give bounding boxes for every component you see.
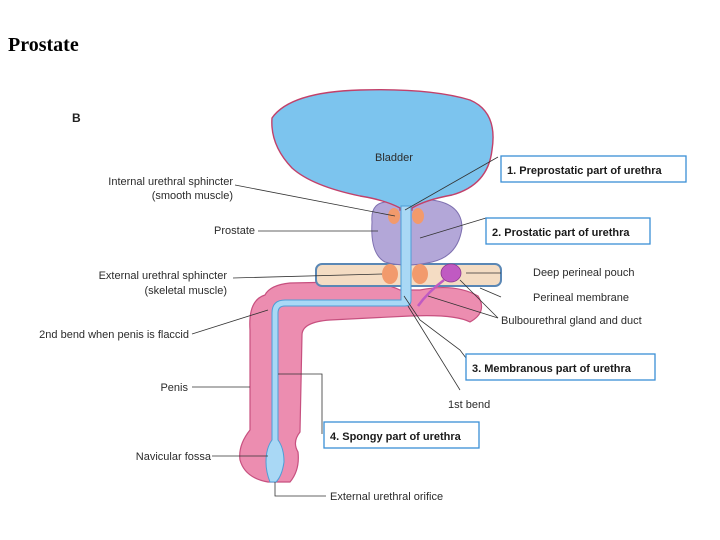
label-prostate: Prostate — [214, 225, 255, 237]
slide-title: Prostate — [8, 34, 79, 56]
label-external-sphincter: External urethral sphincter — [99, 270, 228, 282]
label-deep-perineal-pouch: Deep perineal pouch — [533, 267, 635, 279]
box-spongy: 4. Spongy part of urethra — [323, 421, 480, 449]
box-spongy-label: 4. Spongy part of urethra — [330, 431, 462, 443]
label-bulbourethral: Bulbourethral gland and duct — [501, 315, 642, 327]
bulbourethral-gland — [440, 263, 462, 283]
external-sphincter-right — [412, 264, 428, 284]
label-bladder: Bladder — [375, 152, 413, 164]
box-prostatic-label: 2. Prostatic part of urethra — [492, 227, 630, 239]
box-preprostatic: 1. Preprostatic part of urethra — [500, 155, 687, 183]
external-sphincter-left — [382, 264, 398, 284]
label-first-bend: 1st bend — [448, 399, 490, 411]
bulbourethral-duct — [416, 279, 445, 307]
penis-shape — [239, 281, 483, 483]
leader-lines — [191, 156, 502, 497]
label-internal-sphincter: Internal urethral sphincter — [108, 176, 233, 188]
box-membranous-label: 3. Membranous part of urethra — [472, 363, 632, 375]
label-penis: Penis — [160, 382, 188, 394]
panel-letter: B — [72, 111, 81, 125]
box-preprostatic-label: 1. Preprostatic part of urethra — [507, 165, 663, 177]
label-internal-sphincter-sub: (smooth muscle) — [152, 190, 233, 202]
bladder-shape — [271, 89, 494, 211]
label-external-orifice: External urethral orifice — [330, 491, 443, 503]
label-navicular-fossa: Navicular fossa — [136, 451, 212, 463]
box-membranous: 3. Membranous part of urethra — [465, 353, 656, 381]
label-perineal-membrane: Perineal membrane — [533, 292, 629, 304]
urethra-tube — [265, 205, 412, 483]
label-external-sphincter-sub: (skeletal muscle) — [144, 285, 227, 297]
internal-sphincter-right — [412, 208, 424, 224]
label-second-bend: 2nd bend when penis is flaccid — [39, 329, 189, 341]
box-prostatic: 2. Prostatic part of urethra — [485, 217, 651, 245]
